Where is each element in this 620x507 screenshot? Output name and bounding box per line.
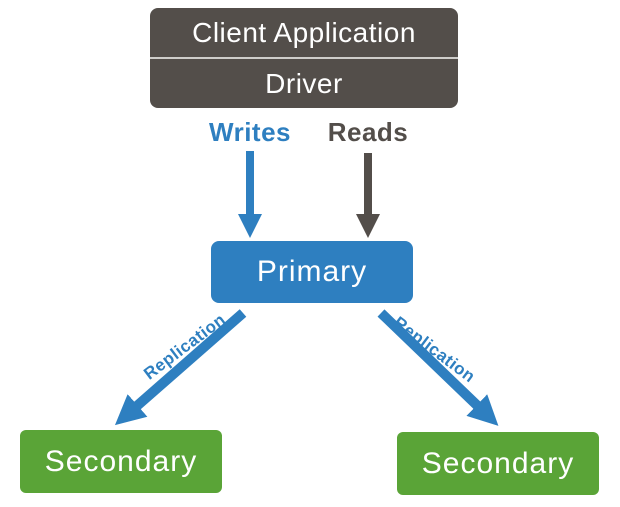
writes-label: Writes bbox=[209, 117, 291, 147]
primary-label: Primary bbox=[256, 255, 368, 288]
client-driver-divider bbox=[150, 57, 458, 59]
client-application-label: Client Application bbox=[192, 16, 416, 48]
secondary-right-label: Secondary bbox=[421, 446, 575, 480]
reads-label: Reads bbox=[327, 117, 409, 147]
secondary-node-left: Secondary bbox=[20, 430, 222, 493]
primary-node: Primary bbox=[211, 241, 413, 303]
client-application-node: Client Application Driver bbox=[150, 8, 458, 108]
driver-label: Driver bbox=[265, 67, 343, 99]
secondary-node-right: Secondary bbox=[397, 432, 599, 495]
replication-label-left: Replication bbox=[140, 309, 230, 384]
secondary-left-label: Secondary bbox=[44, 444, 198, 478]
replication-label-right: Replication bbox=[389, 312, 479, 387]
